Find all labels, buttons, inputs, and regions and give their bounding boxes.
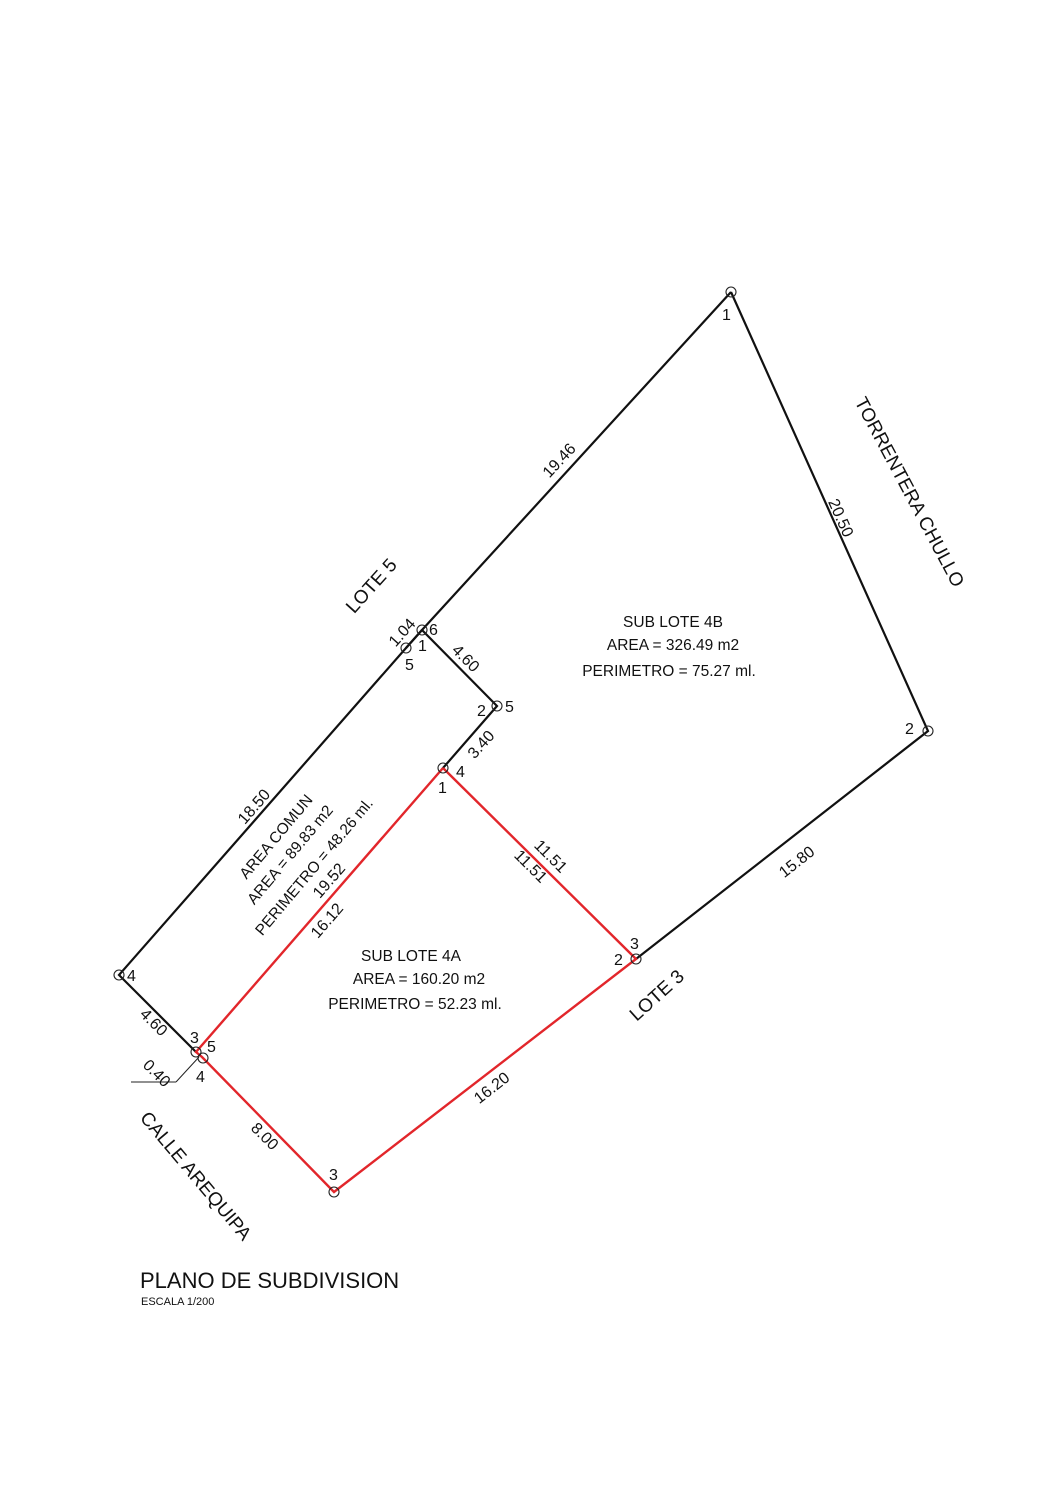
vertex-label: 2 bbox=[905, 721, 914, 738]
vertex-label: 5 bbox=[505, 699, 514, 716]
offset-leader bbox=[175, 1056, 200, 1083]
vertex-label: 4 bbox=[196, 1069, 205, 1086]
parcel-perimeter: PERIMETRO = 75.27 ml. bbox=[582, 663, 756, 680]
dimension-label: 15.80 bbox=[776, 843, 818, 881]
parcel-area: AREA = 326.49 m2 bbox=[607, 637, 739, 654]
offset-040-marker bbox=[131, 1056, 200, 1083]
dimension-label: 20.50 bbox=[824, 496, 856, 540]
parcel-name: SUB LOTE 4A bbox=[361, 948, 462, 965]
vertex-label: 4 bbox=[456, 764, 465, 781]
parcel-area: AREA = 160.20 m2 bbox=[353, 971, 485, 988]
parcel-perimeter: PERIMETRO = 52.23 ml. bbox=[328, 996, 502, 1013]
vertex-label: 6 bbox=[429, 622, 438, 639]
vertex-labels: 1 2 6 1 5 5 2 4 1 3 2 4 3 5 4 3 bbox=[127, 307, 914, 1184]
vertex-label: 5 bbox=[207, 1039, 216, 1056]
vertex-marker bbox=[328, 1186, 340, 1198]
vertex-label: 3 bbox=[190, 1030, 199, 1047]
parcel-sub-lote-4b-info: SUB LOTE 4B AREA = 326.49 m2 PERIMETRO =… bbox=[582, 614, 756, 680]
calle-arequipa-label: CALLE AREQUIPA bbox=[135, 1108, 255, 1245]
plan-title: PLANO DE SUBDIVISION bbox=[140, 1268, 399, 1293]
vertex-marker bbox=[491, 700, 503, 712]
vertex-label: 3 bbox=[630, 936, 639, 953]
vertex-markers bbox=[113, 286, 934, 1198]
sub-lote-4b-boundary bbox=[420, 291, 930, 960]
red-boundaries bbox=[194, 767, 638, 1194]
parcel-name: SUB LOTE 4B bbox=[623, 614, 723, 631]
black-boundaries bbox=[117, 291, 930, 1053]
dimension-label: 3.40 bbox=[465, 728, 499, 763]
vertex-label: 4 bbox=[127, 968, 136, 985]
lote-3-label: LOTE 3 bbox=[626, 966, 689, 1025]
dimension-label: 16.20 bbox=[471, 1069, 513, 1107]
dimension-label: 19.46 bbox=[540, 440, 580, 481]
vertex-label: 3 bbox=[329, 1167, 338, 1184]
vertex-marker bbox=[190, 1046, 202, 1058]
vertex-marker bbox=[437, 762, 449, 774]
vertex-label: 1 bbox=[722, 307, 731, 324]
dimension-label: 1.04 bbox=[386, 616, 420, 651]
dimension-label: 4.60 bbox=[448, 642, 482, 676]
sub-lote-4a-boundary bbox=[194, 767, 638, 1194]
dimension-label: 8.00 bbox=[247, 1120, 281, 1154]
vertex-label: 1 bbox=[418, 638, 427, 655]
plan-scale: ESCALA 1/200 bbox=[141, 1296, 214, 1308]
vertex-marker bbox=[197, 1052, 209, 1064]
dimension-label: 0.40 bbox=[139, 1057, 173, 1091]
vertex-marker bbox=[416, 624, 428, 636]
dimension-label: 16.12 bbox=[308, 900, 347, 941]
vertex-marker bbox=[113, 969, 125, 981]
vertex-label: 5 bbox=[405, 657, 414, 674]
lote-5-label: LOTE 5 bbox=[342, 555, 401, 618]
vertex-marker bbox=[400, 642, 412, 654]
vertex-label: 2 bbox=[614, 952, 623, 969]
vertex-label: 2 bbox=[477, 703, 486, 720]
dimension-label: 4.60 bbox=[136, 1006, 170, 1040]
vertex-label: 1 bbox=[438, 780, 447, 797]
torrentera-chullo-label: TORRENTERA CHULLO bbox=[850, 394, 968, 591]
vertex-marker bbox=[725, 286, 737, 298]
vertex-marker bbox=[630, 953, 642, 965]
parcel-sub-lote-4a-info: SUB LOTE 4A AREA = 160.20 m2 PERIMETRO =… bbox=[328, 948, 502, 1013]
title-block: PLANO DE SUBDIVISION ESCALA 1/200 bbox=[140, 1268, 399, 1308]
vertex-marker bbox=[922, 725, 934, 737]
edge-1-04 bbox=[405, 629, 423, 649]
